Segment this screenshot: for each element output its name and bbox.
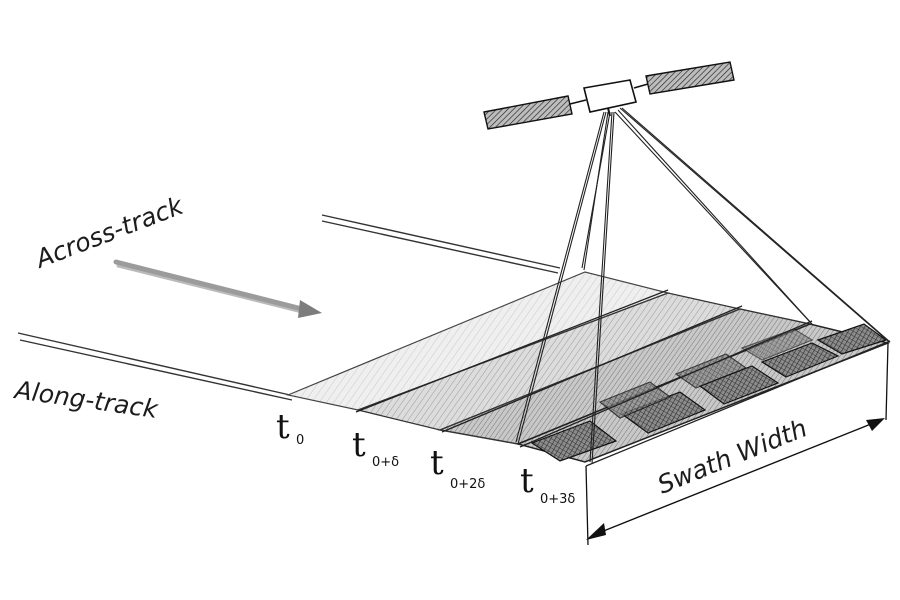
along-track-label: Along-track bbox=[11, 375, 161, 424]
time-label-t1: t 0+δ bbox=[352, 425, 399, 470]
time-labels: t 0 t 0+δ t 0+2δ t 0+3δ bbox=[276, 407, 575, 507]
time-label-t3: t 0+3δ bbox=[520, 461, 575, 507]
satellite-icon bbox=[483, 61, 735, 130]
svg-text:t: t bbox=[276, 407, 290, 447]
svg-text:0: 0 bbox=[296, 433, 304, 448]
svg-text:t: t bbox=[430, 443, 444, 483]
svg-text:0+3δ: 0+3δ bbox=[540, 492, 575, 507]
scan-cells bbox=[530, 323, 888, 462]
arrowhead-right-icon bbox=[866, 418, 885, 431]
across-track-arrow bbox=[113, 259, 322, 318]
swath-width-dimension bbox=[585, 342, 889, 546]
across-track-label: Across-track bbox=[30, 190, 188, 274]
satellite-body bbox=[583, 79, 637, 117]
time-label-t0: t 0 bbox=[276, 407, 304, 448]
solar-panel-left bbox=[483, 95, 587, 130]
svg-text:t: t bbox=[352, 425, 366, 465]
svg-text:0+δ: 0+δ bbox=[372, 455, 399, 470]
svg-text:0+2δ: 0+2δ bbox=[450, 477, 485, 492]
time-label-t2: t 0+2δ bbox=[430, 443, 485, 492]
ground-track-lines bbox=[17, 214, 561, 401]
arrowhead-left-icon bbox=[586, 523, 606, 540]
field-of-view-lines bbox=[515, 107, 891, 465]
svg-text:t: t bbox=[520, 461, 534, 501]
solar-panel-right bbox=[633, 61, 735, 95]
swath-strips bbox=[285, 271, 891, 467]
